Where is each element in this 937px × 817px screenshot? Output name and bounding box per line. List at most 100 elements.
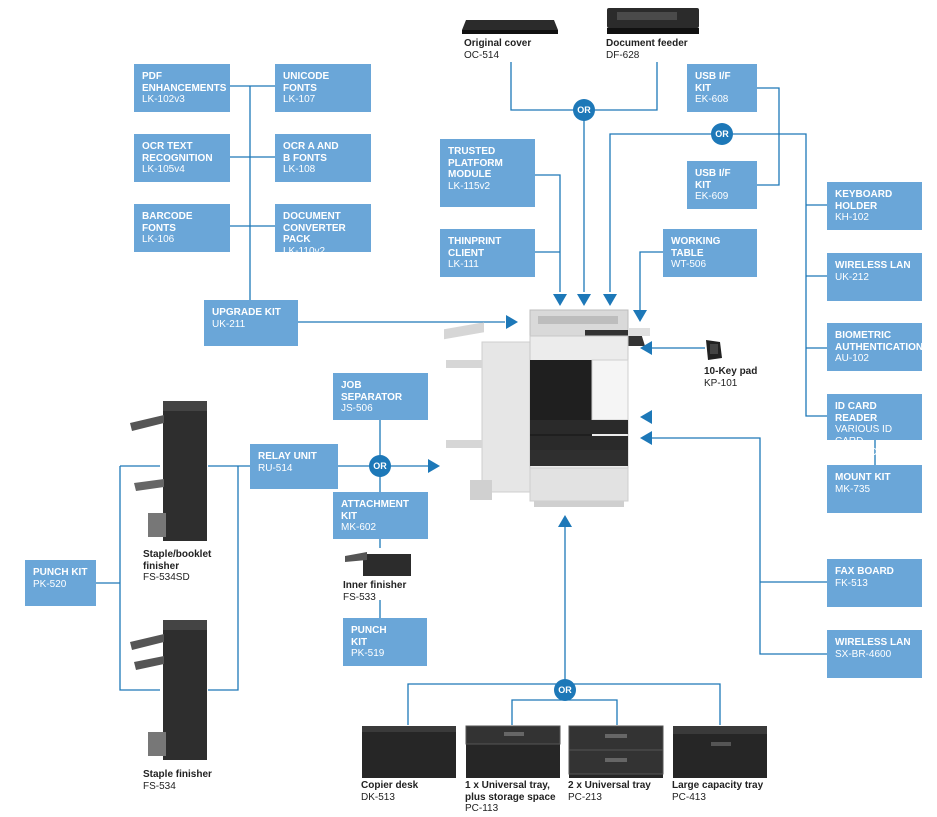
- universal-tray-pc213-illustration: [568, 725, 664, 778]
- wireless-lan-uk212-box[interactable]: WIRELESS LAN UK-212: [827, 253, 922, 301]
- box-code: EK-609: [695, 191, 729, 202]
- or-badge-feeder: OR: [573, 99, 595, 121]
- keypad-illustration: [706, 340, 722, 360]
- box-code: LK-107: [283, 94, 316, 105]
- ocr-ab-fonts-box[interactable]: OCR A AND B FONTS LK-108: [275, 134, 371, 182]
- label-title: Document feeder: [606, 38, 688, 49]
- label-code: DK-513: [361, 791, 395, 803]
- pc213-label: 2 x Universal tray PC-213: [568, 780, 651, 803]
- job-separator-box[interactable]: JOB SEPARATOR JS-506: [333, 373, 428, 420]
- arrow-keypad: [640, 341, 652, 355]
- label-title: Staple/booklet finisher: [143, 549, 212, 572]
- arrow-upgrade: [506, 315, 518, 329]
- or-badge-usb: OR: [711, 123, 733, 145]
- pc413-label: Large capacity tray PC-413: [672, 780, 763, 803]
- arrow-docfeeder: [577, 294, 591, 306]
- label-code: FS-534SD: [143, 572, 190, 583]
- keyboard-holder-box[interactable]: KEYBOARD HOLDER KH-102: [827, 182, 922, 230]
- label-title: Inner finisher: [343, 580, 407, 591]
- box-title: BARCODE FONTS: [142, 211, 193, 234]
- working-table-box[interactable]: WORKING TABLE WT-506: [663, 229, 757, 277]
- box-title: PUNCH KIT: [351, 625, 387, 648]
- punch-kit-pk519-box[interactable]: PUNCH KIT PK-519: [343, 618, 427, 666]
- box-title: DOCUMENT CONVERTER PACK: [283, 211, 346, 245]
- label-code: PC-213: [568, 791, 602, 803]
- original-cover-label: Original cover OC-514: [464, 38, 531, 61]
- label-code: FS-533: [343, 591, 376, 603]
- label-code: FS-534: [143, 780, 176, 792]
- mount-kit-box[interactable]: MOUNT KIT MK-735: [827, 465, 922, 513]
- box-title: USB I/F KIT: [695, 168, 731, 191]
- arrow-paperfeed: [558, 515, 572, 527]
- box-code: LK-115v2: [448, 180, 491, 192]
- box-code: VARIOUS ID CARD TECHNOLOGIES: [835, 424, 915, 458]
- box-code: MK-735: [835, 483, 871, 495]
- pdf-enhancements-box[interactable]: PDF ENHANCEMENTS LK-102v3: [134, 64, 230, 112]
- box-title: WORKING TABLE: [671, 236, 721, 259]
- label-code: PC-413: [672, 791, 706, 803]
- upgrade-kit-box[interactable]: UPGRADE KIT UK-211: [204, 300, 298, 346]
- relay-unit-box[interactable]: RELAY UNIT RU-514: [250, 444, 338, 489]
- box-code: UK-212: [835, 271, 869, 283]
- booklet-finisher-label: Staple/booklet finisher FS-534SD: [143, 549, 211, 584]
- box-code: LK-111: [448, 259, 479, 270]
- box-code: WT-506: [671, 259, 707, 270]
- arrow-idcard: [640, 410, 652, 424]
- box-title: JOB SEPARATOR: [341, 380, 403, 403]
- arrow-tpm: [553, 294, 567, 306]
- box-title: THINPRINT CLIENT: [448, 236, 502, 259]
- keypad-label: 10-Key pad KP-101: [704, 366, 757, 389]
- thinprint-client-box[interactable]: THINPRINT CLIENT LK-111: [440, 229, 535, 277]
- arrow-usb: [603, 294, 617, 306]
- usb-kit-ek608-box[interactable]: USB I/F KIT EK-608: [687, 64, 757, 112]
- box-title: OCR TEXT RECOGNITION: [142, 141, 213, 164]
- box-code: KH-102: [835, 212, 869, 223]
- staple-booklet-finisher-illustration: [130, 401, 207, 541]
- box-code: LK-102v3: [142, 94, 185, 105]
- label-title: 2 x Universal tray: [568, 780, 651, 791]
- barcode-fonts-box[interactable]: BARCODE FONTS LK-106: [134, 204, 230, 252]
- usb-kit-ek609-box[interactable]: USB I/F KIT EK-609: [687, 161, 757, 209]
- fax-board-box[interactable]: FAX BOARD FK-513: [827, 559, 922, 607]
- box-code: UK-211: [212, 318, 246, 330]
- document-converter-box[interactable]: DOCUMENT CONVERTER PACK LK-110v2: [275, 204, 371, 257]
- wireless-lan-sx-box[interactable]: WIRELESS LAN SX-BR-4600: [827, 630, 922, 678]
- id-card-reader-box[interactable]: ID CARD READER VARIOUS ID CARD TECHNOLOG…: [827, 394, 922, 458]
- label-code: DF-628: [606, 49, 640, 61]
- box-code: LK-105v4: [142, 164, 185, 175]
- punch-kit-pk520-box[interactable]: PUNCH KIT PK-520: [25, 560, 96, 606]
- arrow-worktable: [633, 310, 647, 322]
- large-capacity-tray-illustration: [673, 726, 767, 778]
- or-badge-paperfeed: OR: [554, 679, 576, 701]
- box-code: PK-519: [351, 648, 385, 659]
- box-title: PDF ENHANCEMENTS: [142, 71, 227, 94]
- unicode-fonts-box[interactable]: UNICODE FONTS LK-107: [275, 64, 371, 112]
- trusted-platform-box[interactable]: TRUSTED PLATFORM MODULE LK-115v2: [440, 139, 535, 207]
- ocr-text-recognition-box[interactable]: OCR TEXT RECOGNITION LK-105v4: [134, 134, 230, 182]
- box-title: USB I/F KIT: [695, 71, 731, 94]
- label-code: PC-113: [465, 803, 499, 814]
- label-code: KP-101: [704, 377, 738, 389]
- multifunction-printer-illustration: [444, 309, 650, 507]
- arrow-fax: [640, 431, 652, 445]
- box-code: LK-108: [283, 164, 316, 175]
- biometric-authentication-box[interactable]: BIOMETRIC AUTHENTICATION AU-102: [827, 323, 924, 371]
- box-title: KEYBOARD HOLDER: [835, 189, 893, 212]
- box-title: TRUSTED PLATFORM MODULE: [448, 146, 503, 180]
- box-title: RELAY UNIT: [258, 451, 317, 462]
- attachment-kit-box[interactable]: ATTACHMENT KIT MK-602: [333, 492, 428, 539]
- box-code: LK-110v2: [283, 245, 326, 257]
- copier-desk-label: Copier desk DK-513: [361, 780, 418, 803]
- box-code: RU-514: [258, 462, 293, 474]
- box-title: MOUNT KIT: [835, 472, 891, 483]
- box-title: WIRELESS LAN: [835, 637, 911, 648]
- box-title: UNICODE FONTS: [283, 71, 330, 94]
- box-title: PUNCH KIT: [33, 567, 88, 578]
- box-code: SX-BR-4600: [835, 648, 892, 660]
- box-title: FAX BOARD: [835, 566, 894, 577]
- box-code: FK-513: [835, 577, 868, 589]
- document-feeder-label: Document feeder DF-628: [606, 38, 688, 61]
- staple-finisher-label: Staple finisher FS-534: [143, 769, 212, 792]
- box-code: EK-608: [695, 94, 729, 105]
- box-title: BIOMETRIC AUTHENTICATION: [835, 330, 924, 353]
